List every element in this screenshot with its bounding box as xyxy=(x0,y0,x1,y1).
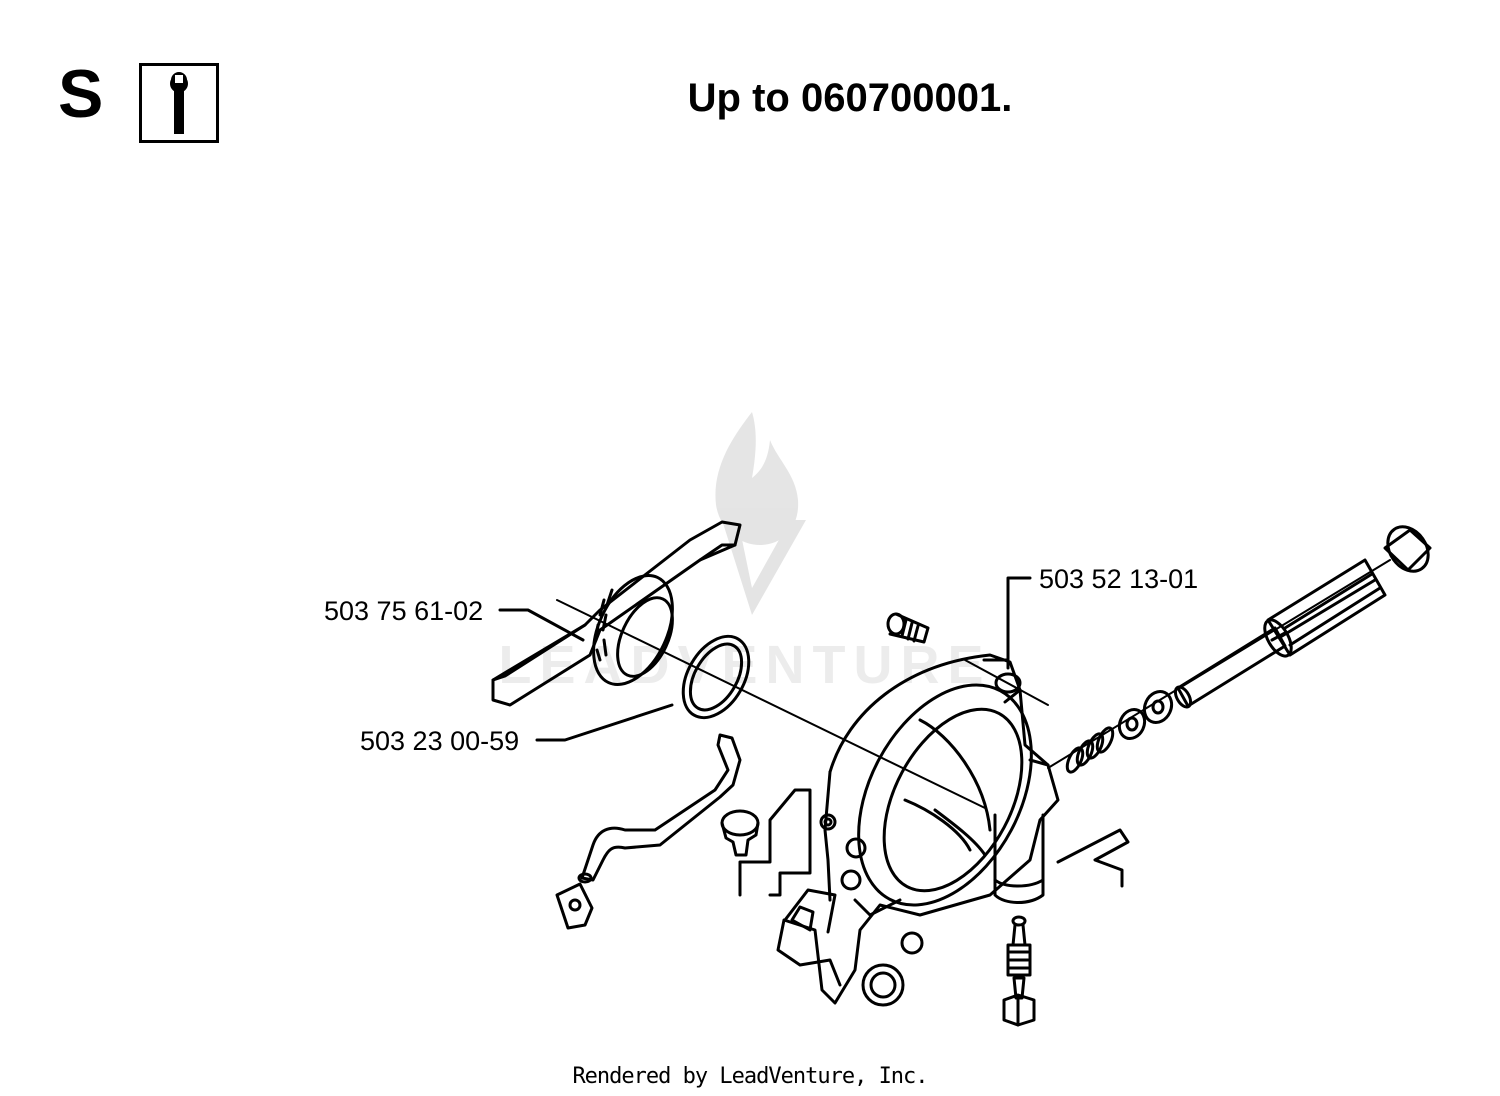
direction-mark-left xyxy=(738,788,812,897)
page-title: Up to 060700001. xyxy=(687,76,1013,120)
callout-o-ring: 503 23 00-59 xyxy=(360,726,520,756)
o-ring-part xyxy=(681,634,751,720)
plunger-shaft-part xyxy=(1173,558,1387,709)
washer-part xyxy=(1117,689,1174,741)
oil-tube-part xyxy=(577,733,742,884)
screw-part xyxy=(886,612,930,644)
callout-pump-housing: 503 52 13-01 xyxy=(1039,564,1199,594)
service-info-icon xyxy=(139,63,219,143)
direction-mark-right xyxy=(1056,828,1130,888)
flame-logo-icon xyxy=(715,412,806,615)
callout-bracket-lever: 503 75 61-02 xyxy=(324,596,484,626)
tube-seal-part xyxy=(555,882,594,930)
adjust-screw-part xyxy=(1002,915,1036,1027)
connector-part xyxy=(720,809,760,857)
bracket-lever-part xyxy=(491,520,742,707)
pump-housing-part xyxy=(776,653,1060,1007)
section-letter: S xyxy=(58,56,104,132)
footer-credit: Rendered by LeadVenture, Inc. xyxy=(572,1064,928,1089)
end-cap-part xyxy=(1383,525,1432,573)
spring-part xyxy=(1065,726,1115,774)
